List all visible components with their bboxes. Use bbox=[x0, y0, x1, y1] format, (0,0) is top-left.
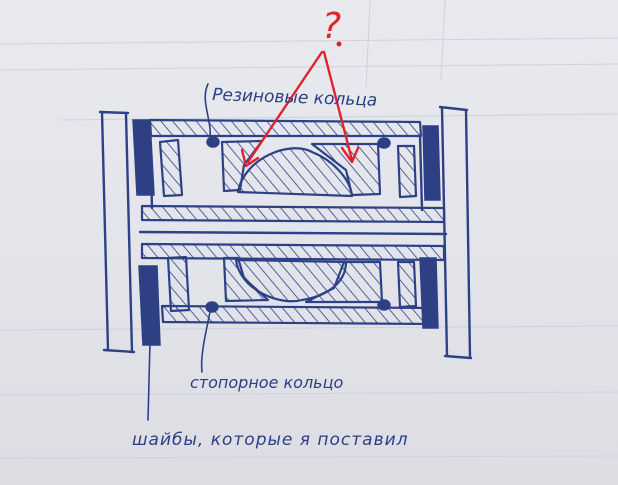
ball-upper bbox=[236, 147, 354, 198]
question-mark: ? bbox=[322, 6, 341, 47]
leader-washers bbox=[147, 341, 151, 421]
housing-walls bbox=[98, 105, 473, 360]
label-retaining-ring: стопорное кольцо bbox=[190, 373, 343, 392]
leader-retaining-ring bbox=[200, 311, 211, 373]
upper-left-block bbox=[220, 139, 264, 193]
upper-outer-race bbox=[148, 118, 423, 138]
lower-outer-race bbox=[160, 304, 435, 326]
leader-rubber-rings bbox=[204, 83, 211, 139]
question-arrows bbox=[240, 41, 360, 168]
shaft-lower bbox=[140, 242, 446, 262]
upper-right-block bbox=[310, 142, 382, 197]
label-rubber-rings: Резиновые кольца bbox=[212, 85, 378, 111]
shaft-upper bbox=[140, 204, 446, 224]
label-washers: шайбы, которые я поставил bbox=[132, 430, 409, 450]
washers bbox=[132, 119, 441, 346]
shaft-axis bbox=[138, 230, 448, 236]
ball-lower bbox=[234, 258, 348, 303]
spacers bbox=[158, 138, 418, 313]
rubber-rings bbox=[205, 136, 391, 313]
